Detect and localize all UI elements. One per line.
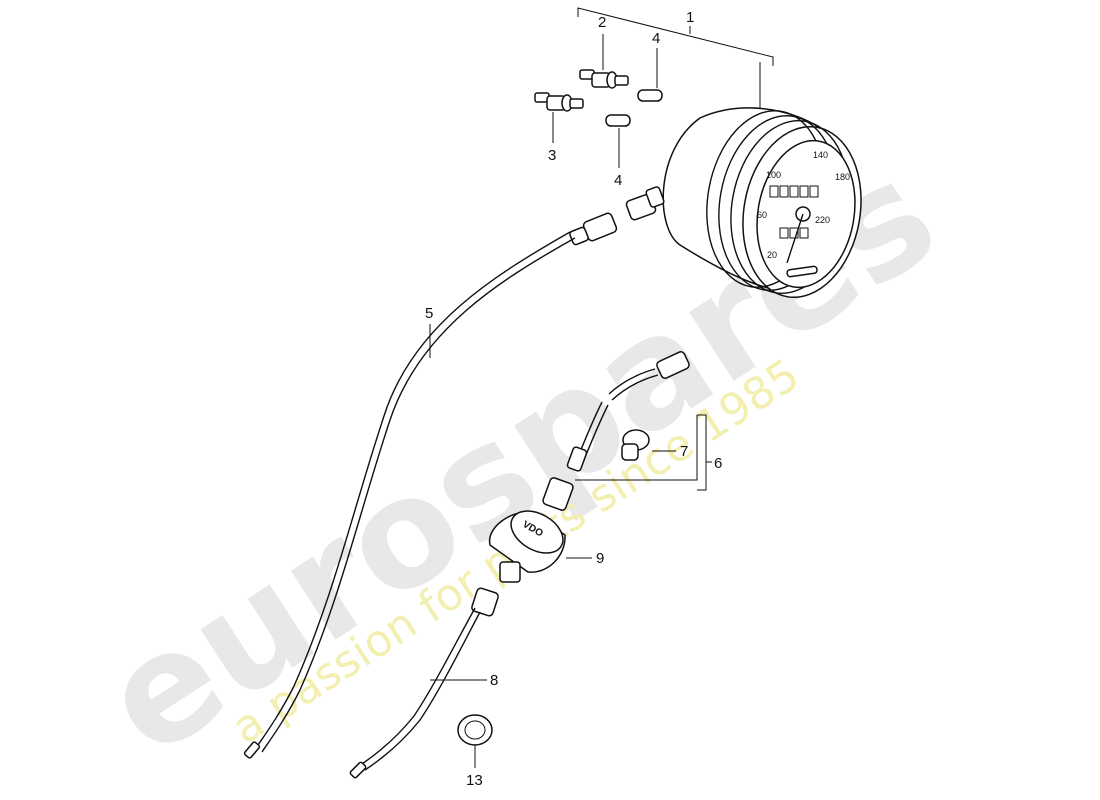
bulb-4-upper [637, 48, 663, 102]
bulb-holder-2 [579, 34, 629, 89]
gauge-label-180: 180 [835, 172, 850, 182]
gauge-label-140: 140 [813, 150, 828, 160]
callout-4-upper: 4 [652, 30, 660, 47]
callout-9: 9 [596, 550, 604, 567]
cable-assembly-6 [542, 351, 712, 511]
cable-8 [349, 587, 499, 779]
callout-6: 6 [714, 455, 722, 472]
grommet-7 [621, 429, 676, 461]
callout-7: 7 [680, 443, 688, 460]
callouts: 1 2 3 4 4 5 6 7 8 9 13 [425, 9, 722, 789]
callout-1: 1 [686, 9, 694, 26]
callout-3: 3 [548, 147, 556, 164]
gauge-label-220: 220 [815, 215, 830, 225]
bulb-4-lower [605, 114, 631, 168]
bracket-1 [577, 7, 774, 112]
speedometer-cable-5 [243, 212, 618, 759]
callout-8: 8 [490, 672, 498, 689]
callout-4-lower: 4 [614, 172, 622, 189]
gauge-label-20: 20 [767, 250, 777, 260]
callout-2: 2 [598, 14, 606, 31]
plug-13 [457, 714, 493, 768]
bulb-holder-3 [534, 92, 584, 143]
speedometer: 20 60 100 140 180 220 [625, 107, 862, 299]
callout-13: 13 [466, 772, 483, 789]
gauge-label-100: 100 [766, 170, 781, 180]
gauge-label-60: 60 [757, 210, 767, 220]
vdo-sensor-9: VDO [488, 510, 592, 583]
callout-5: 5 [425, 305, 433, 322]
